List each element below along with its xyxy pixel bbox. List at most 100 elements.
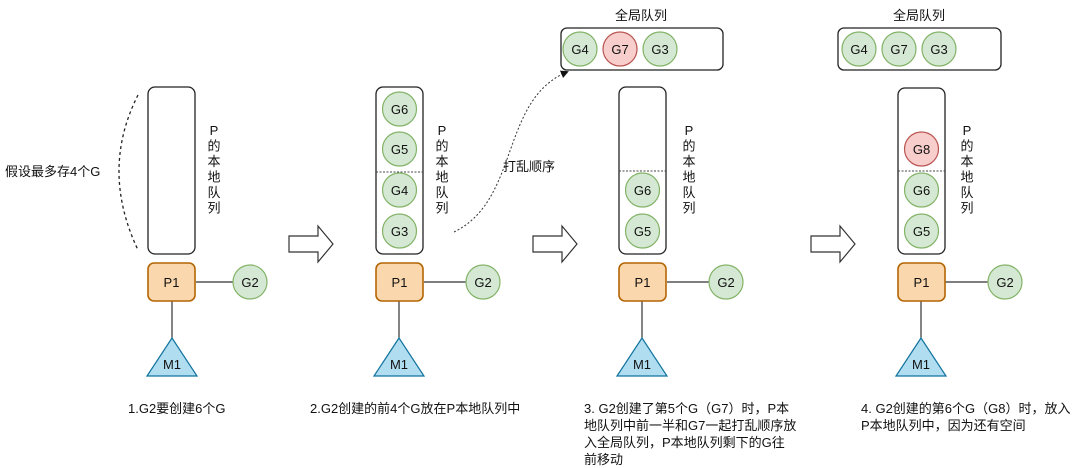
local-queue-label-char: P bbox=[438, 123, 447, 138]
goroutine-label: G6 bbox=[391, 102, 408, 117]
goroutine-g6 bbox=[381, 91, 418, 127]
goroutine-label: G4 bbox=[571, 42, 588, 57]
capacity-brace bbox=[118, 94, 139, 251]
local-queue-label-char: 队 bbox=[207, 185, 220, 200]
caption-step-4: 4. G2创建的第6个G（G8）时，放入 P本地队列中，因为还有空间 bbox=[861, 400, 1070, 434]
global-queue-items: G4 G7 G3 bbox=[562, 31, 678, 67]
caption-line: P本地队列中，因为还有空间 bbox=[861, 418, 1026, 433]
goroutine-label: G6 bbox=[634, 183, 651, 198]
caption-line: 地队列中前一半和G7一起打乱顺序放 bbox=[584, 418, 797, 433]
step-arrow-icon bbox=[288, 224, 334, 264]
running-goroutine bbox=[465, 264, 501, 300]
goroutine-label: G8 bbox=[913, 142, 930, 157]
goroutine-g7 bbox=[602, 31, 638, 67]
goroutine-g3 bbox=[642, 31, 678, 67]
running-goroutine bbox=[987, 264, 1023, 300]
caption-line: 2.G2创建的前4个G放在P本地队列中 bbox=[310, 401, 521, 416]
global-queue-box bbox=[837, 27, 1002, 71]
local-queue-label-char: 的 bbox=[435, 139, 448, 154]
local-queue-box bbox=[147, 86, 196, 255]
local-queue-label-char: 的 bbox=[960, 139, 973, 154]
goroutine-g4 bbox=[381, 172, 418, 208]
global-queue-title: 全局队列 bbox=[615, 8, 667, 23]
local-queue-label-char: 本 bbox=[960, 154, 973, 169]
machine-label: M1 bbox=[163, 357, 181, 372]
machine-label: M1 bbox=[912, 357, 930, 372]
caption-line: 1.G2要创建6个G bbox=[128, 401, 226, 416]
processor-label: P1 bbox=[392, 275, 408, 290]
goroutine-g5 bbox=[381, 131, 418, 167]
goroutine-g4 bbox=[562, 31, 598, 67]
caption-line: 4. G2创建的第6个G（G8）时，放入 bbox=[861, 401, 1071, 416]
goroutine-g5 bbox=[903, 213, 940, 249]
local-queue-label-char: 队 bbox=[682, 185, 695, 200]
running-goroutine-label: G2 bbox=[996, 275, 1013, 290]
goroutine-g4 bbox=[841, 31, 877, 67]
running-goroutine bbox=[708, 264, 744, 300]
local-queue-label-char: 地 bbox=[207, 170, 220, 185]
global-queue-box bbox=[560, 27, 724, 71]
global-queue-title: 全局队列 bbox=[893, 8, 945, 23]
local-queue-label-char: 队 bbox=[435, 185, 448, 200]
processor-p1 bbox=[147, 262, 196, 302]
processor-label: P1 bbox=[635, 275, 651, 290]
local-queue-label-char: 地 bbox=[435, 170, 448, 185]
goroutine-label: G5 bbox=[391, 142, 408, 157]
running-goroutine-label: G2 bbox=[241, 275, 258, 290]
goroutine-label: G4 bbox=[391, 183, 408, 198]
local-queue-label-char: P bbox=[963, 123, 972, 138]
local-queue-label-char: 地 bbox=[682, 170, 695, 185]
goroutine-label: G3 bbox=[930, 42, 947, 57]
goroutine-g7 bbox=[881, 31, 917, 67]
step-arrow-icon bbox=[532, 224, 578, 264]
caption-step-3: 3. G2创建了第5个G（G7）时，P本 地队列中前一半和G7一起打乱顺序放 入… bbox=[584, 400, 796, 468]
processor-p1 bbox=[897, 262, 946, 302]
local-queue-label-char: 的 bbox=[207, 139, 220, 154]
caption-step-2: 2.G2创建的前4个G放在P本地队列中 bbox=[310, 400, 520, 417]
local-queue-label-char: 地 bbox=[960, 170, 973, 185]
machine-m1 bbox=[615, 336, 669, 377]
goroutine-label: G6 bbox=[913, 183, 930, 198]
step-arrow-icon bbox=[810, 224, 856, 264]
local-queue-label-char: 本 bbox=[435, 154, 448, 169]
goroutine-label: G7 bbox=[611, 42, 628, 57]
machine-m1 bbox=[372, 336, 426, 377]
caption-line: 3. G2创建了第5个G（G7）时，P本 bbox=[584, 401, 790, 416]
local-queue-label-char: 队 bbox=[960, 185, 973, 200]
goroutine-label: G3 bbox=[391, 224, 408, 239]
goroutine-g8 bbox=[903, 131, 940, 167]
running-goroutine bbox=[232, 264, 268, 300]
local-queue-box bbox=[375, 86, 424, 255]
running-goroutine-label: G2 bbox=[474, 275, 491, 290]
local-queue-label-char: 的 bbox=[682, 139, 695, 154]
capacity-note: 假设最多存4个G bbox=[5, 164, 100, 179]
goroutine-label: G5 bbox=[634, 224, 651, 239]
running-goroutine-label: G2 bbox=[717, 275, 734, 290]
caption-line: 入全局队列，P本地队列剩下的G往 bbox=[584, 435, 785, 450]
local-queue-label-char: 列 bbox=[207, 201, 220, 216]
local-queue-label-char: P bbox=[685, 123, 694, 138]
machine-m1 bbox=[145, 336, 199, 377]
machine-label: M1 bbox=[633, 357, 651, 372]
shuffle-note: 打乱顺序 bbox=[503, 159, 555, 174]
goroutine-g6 bbox=[903, 172, 940, 208]
local-queue-label-char: 列 bbox=[435, 201, 448, 216]
local-queue-label-char: 本 bbox=[682, 154, 695, 169]
machine-label: M1 bbox=[390, 357, 408, 372]
goroutine-g3 bbox=[921, 31, 957, 67]
local-queue-label-char: 列 bbox=[682, 201, 695, 216]
goroutine-label: G3 bbox=[651, 42, 668, 57]
